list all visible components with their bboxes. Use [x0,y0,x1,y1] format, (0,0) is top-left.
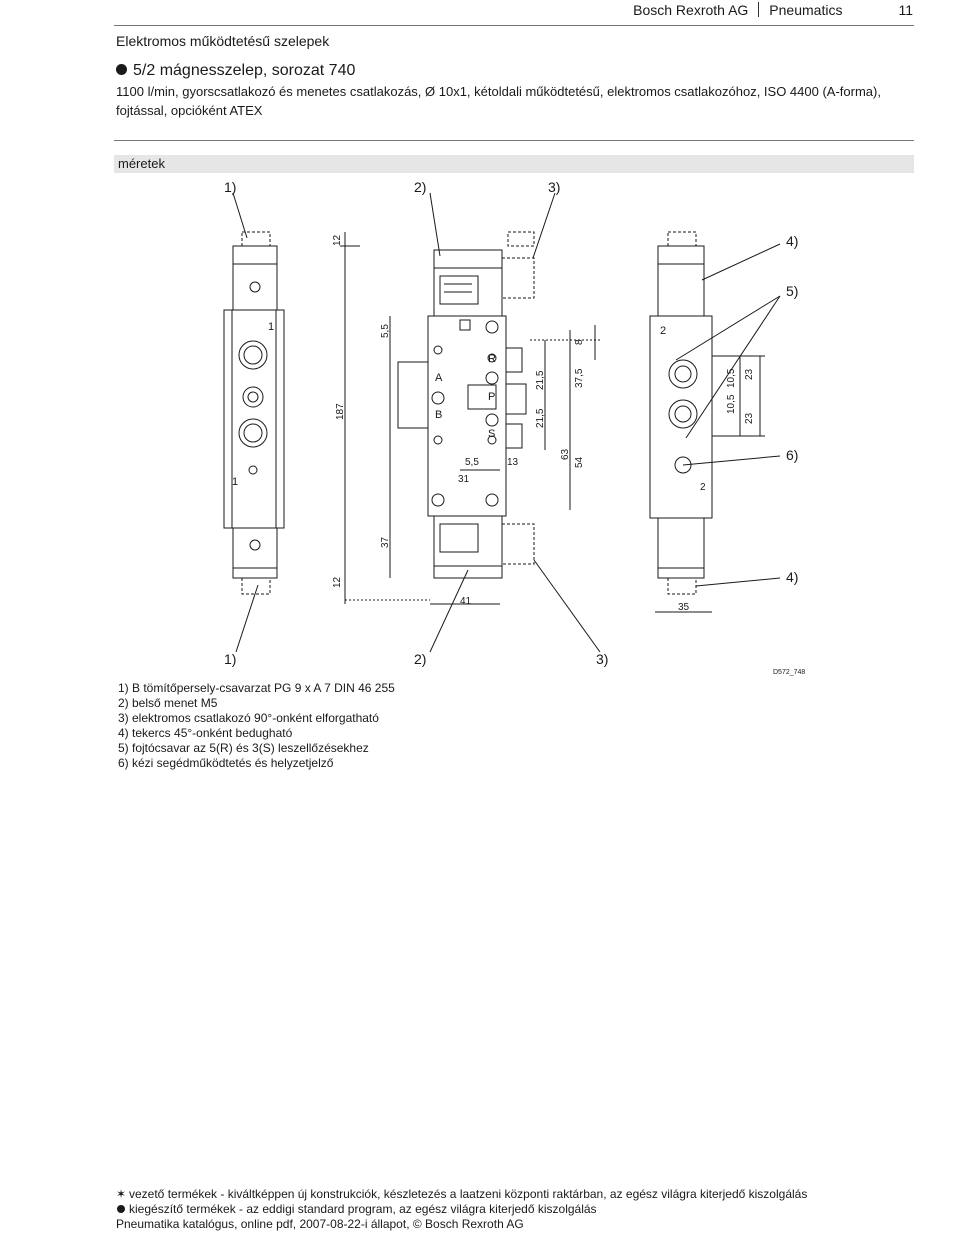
callout-1-bottom: 1) [224,651,236,667]
dim-23-top: 23 [744,368,755,380]
dim-31: 31 [458,474,470,485]
dim-187: 187 [335,403,346,420]
right-view [649,231,765,613]
header-company: Bosch Rexroth AG [633,2,749,18]
dim-8: 8 [574,339,585,345]
dim-37-5: 37,5 [574,368,585,388]
page-header: Bosch Rexroth AG Pneumatics 11 [633,2,913,18]
port-label-2-top: 2 [660,325,666,337]
callout-3-bottom: 3) [596,651,608,667]
callout-1-top: 1) [224,179,236,195]
middle-view [340,231,600,605]
callout-2-top: 2) [414,179,426,195]
dim-54: 54 [574,456,585,468]
footer-line-2: kiegészítő termékek - az eddigi standard… [116,1202,807,1217]
dim-12-top: 12 [332,234,343,246]
callout-2-bottom: 2) [414,651,426,667]
note-item: 6) kézi segédműködtetés és helyzetjelző [118,756,334,770]
product-title: 5/2 mágnesszelep, sorozat 740 [133,62,356,79]
dim-12-bottom: 12 [332,576,343,588]
dim-10-5-top: 10,5 [726,368,737,388]
footer-line-2-text: kiegészítő termékek - az eddigi standard… [129,1202,597,1216]
header-rule [114,25,914,26]
dim-13: 13 [507,457,519,468]
star-icon: ✶ [116,1187,127,1201]
footer: ✶vezető termékek - kiváltképpen új konst… [116,1187,807,1232]
header-category: Pneumatics [769,2,843,18]
dimensions-bar: méretek [114,155,914,173]
dimensions-bar-label: méretek [118,156,165,171]
port-label-1-top: 1 [268,321,274,333]
note-item: 1) B tömítőpersely-csavarzat PG 9 x A 7 … [118,681,395,695]
product-rule [114,140,914,141]
port-label-a: A [435,372,443,384]
header-separator [758,2,760,17]
dim-23-bottom: 23 [744,412,755,424]
dimension-drawing: 1) 2) 3) 4) 5) 6) 4) 1) 2) 3) 1 1 A B R … [223,179,805,676]
port-label-p: P [488,391,495,403]
callout-leaders [232,192,781,653]
port-label-b: B [435,409,442,421]
callout-3-top: 3) [548,179,560,195]
dim-10-5-bottom: 10,5 [726,394,737,414]
dim-21-5-bottom: 21,5 [535,408,546,428]
dim-63: 63 [560,448,571,460]
dim-5-5-vertical: 5,5 [380,324,391,338]
callout-6: 6) [786,447,798,463]
note-item: 2) belső menet M5 [118,696,218,710]
footer-line-3: Pneumatika katalógus, online pdf, 2007-0… [116,1217,524,1231]
drawing-id: D572_748 [773,669,805,676]
callout-4-bottom: 4) [786,569,798,585]
dim-2: 2 [700,482,706,493]
footer-line-1-text: vezető termékek - kiváltképpen új konstr… [129,1187,808,1201]
dim-41: 41 [460,596,472,607]
footer-line-1: ✶vezető termékek - kiváltképpen új konst… [116,1187,807,1202]
port-label-r: R [488,353,496,365]
note-item: 3) elektromos csatlakozó 90°-onként elfo… [118,711,379,725]
bullet-dot-icon [116,64,127,75]
dim-37: 37 [380,536,391,548]
dim-35: 35 [678,602,690,613]
page-number: 11 [898,2,913,18]
note-item: 5) fojtócsavar az 5(R) és 3(S) leszellőz… [118,741,369,755]
note-item: 4) tekercs 45°-onként bedugható [118,726,293,740]
callout-5: 5) [786,283,798,299]
section-title: Elektromos működtetésű szelepek [116,33,330,49]
callout-4-top: 4) [786,233,798,249]
left-view [223,231,285,595]
dim-21-5-top: 21,5 [535,370,546,390]
notes-list: 1) B tömítőpersely-csavarzat PG 9 x A 7 … [118,681,395,771]
dim-5-5: 5,5 [465,457,479,468]
port-label-1-bottom: 1 [232,476,238,488]
bullet-dot-icon [117,1205,125,1213]
port-label-s: S [488,428,495,440]
product-description: 1100 l/min, gyorscsatlakozó és menetes c… [116,84,881,118]
product-heading: 5/2 mágnesszelep, sorozat 740 [116,62,355,80]
